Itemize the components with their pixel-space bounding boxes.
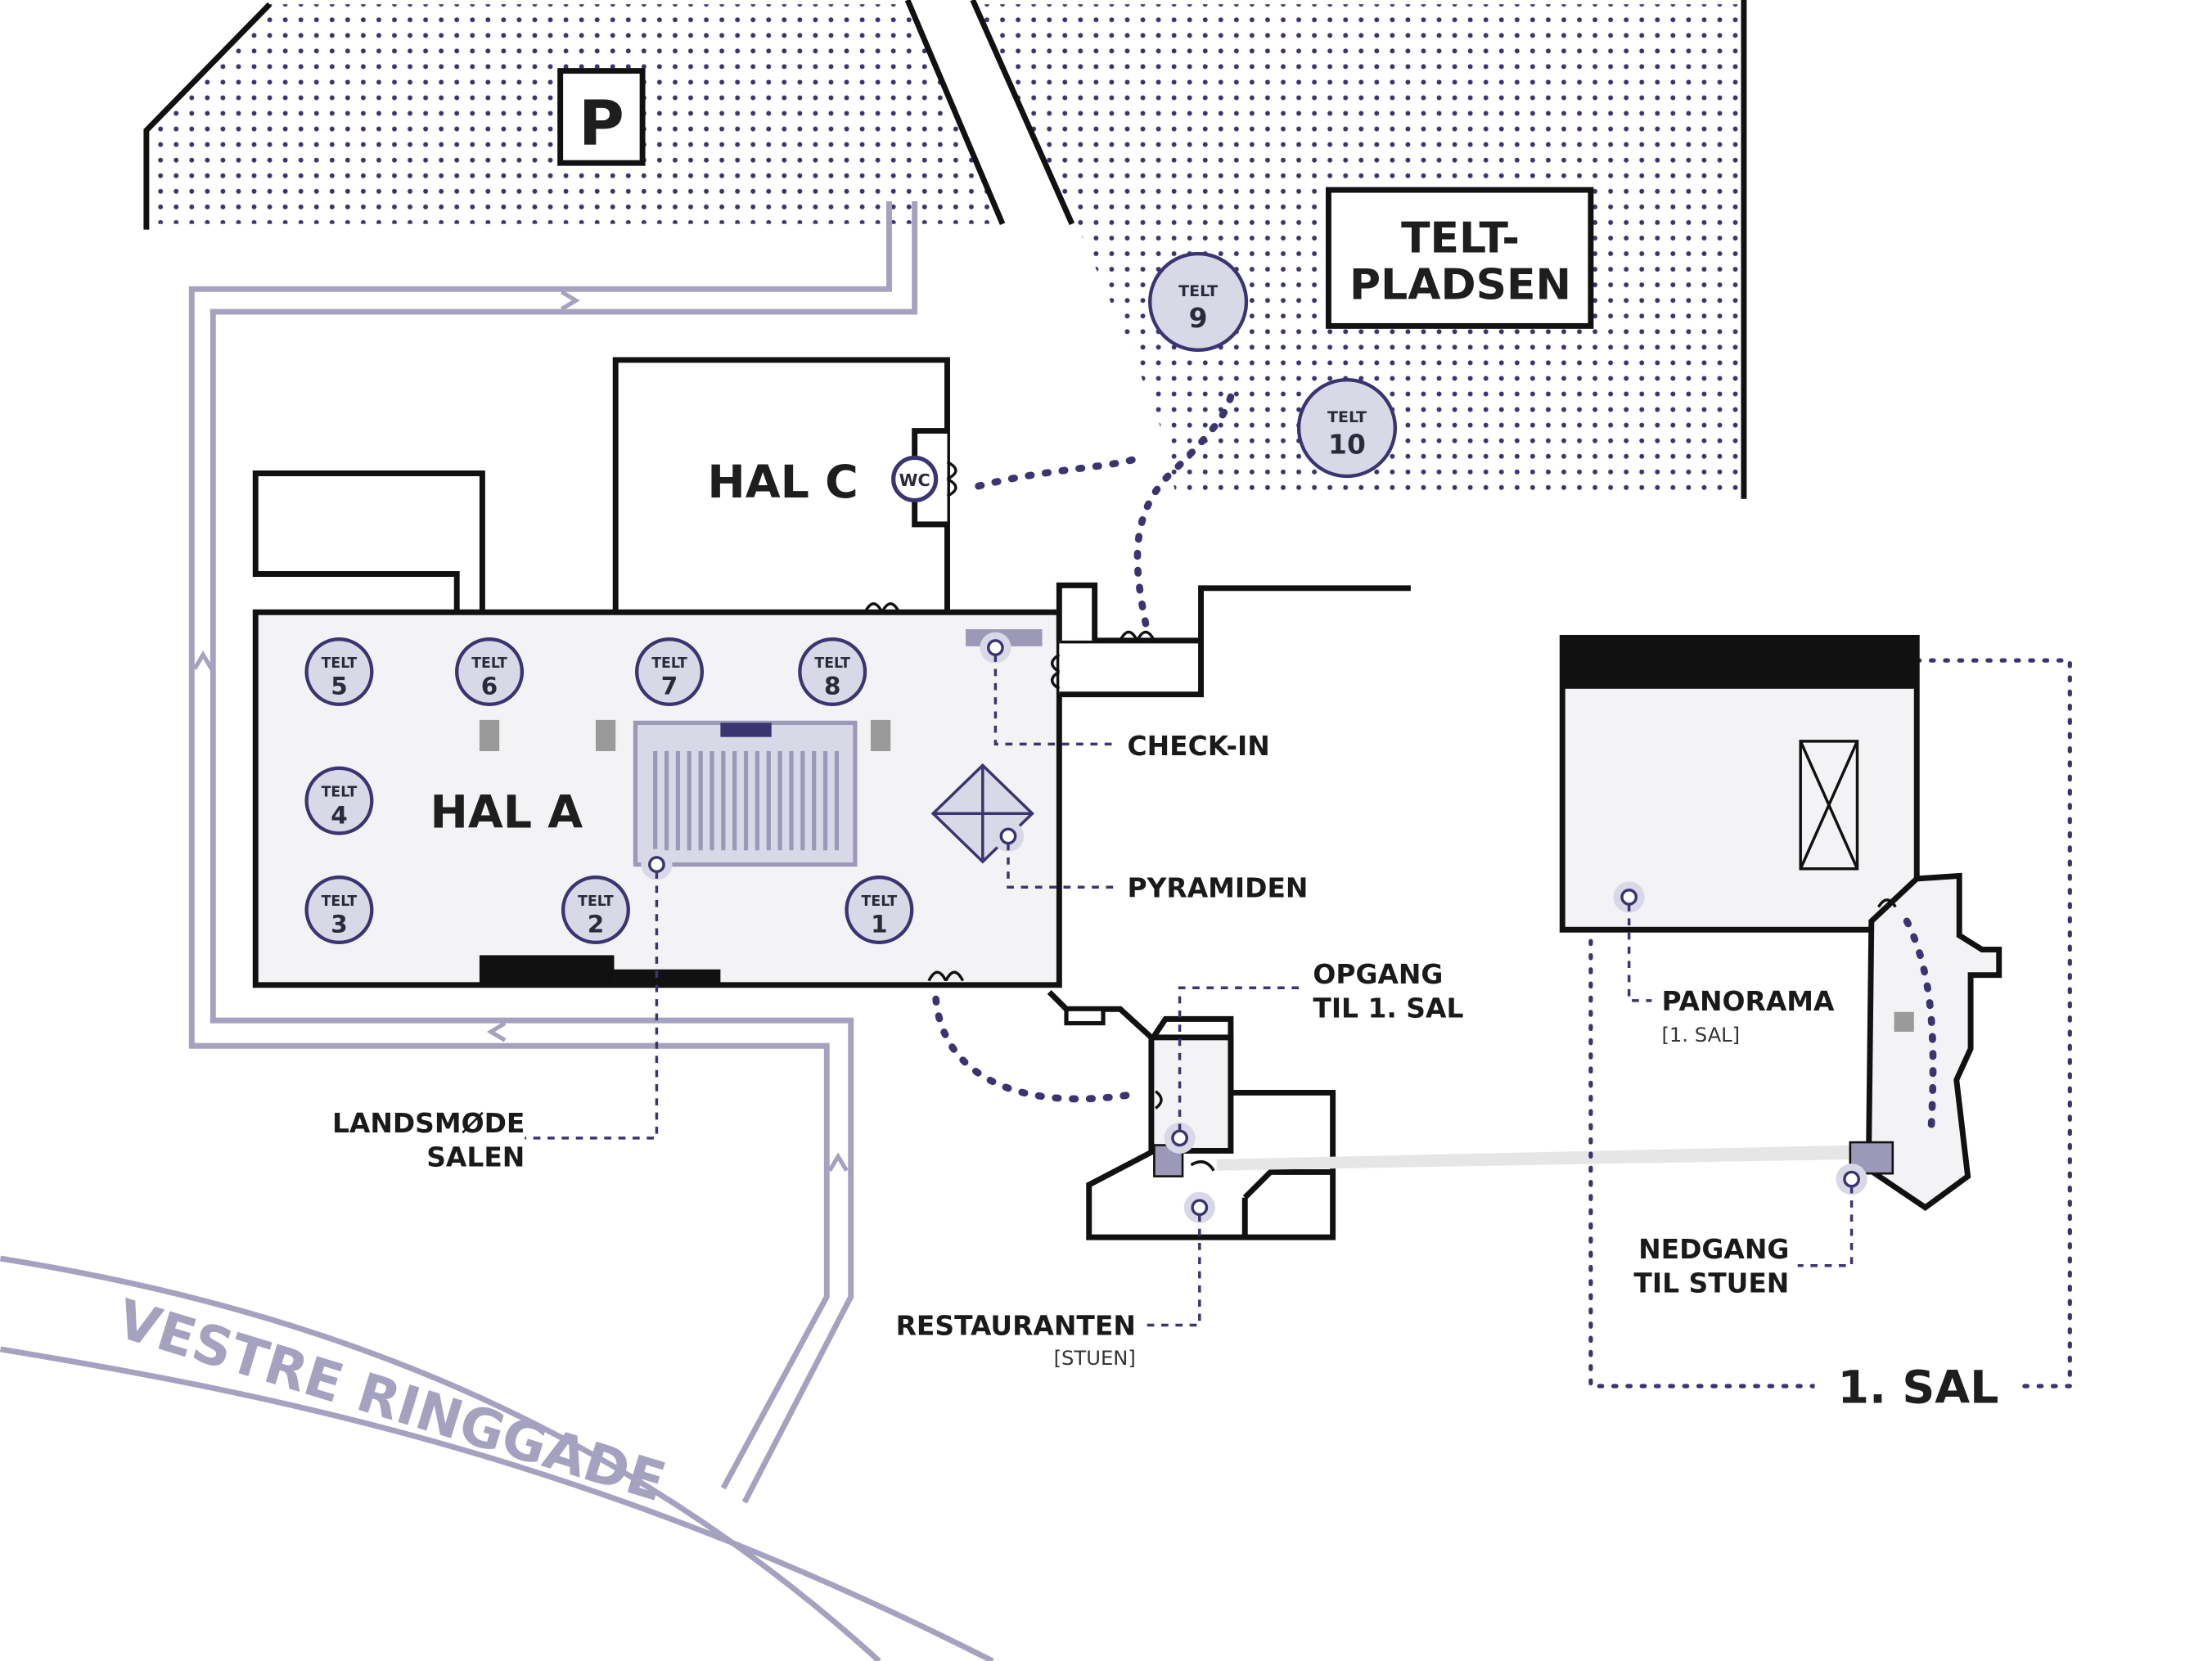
tent-3-number: 3 bbox=[331, 911, 347, 939]
tent-site-label-2: PLADSEN bbox=[1349, 260, 1571, 309]
skyway bbox=[1216, 1145, 1858, 1171]
seating-rows bbox=[653, 751, 840, 851]
panorama-sublabel: [1. SAL] bbox=[1661, 1023, 1740, 1047]
opgang-label-1: OPGANG bbox=[1313, 958, 1443, 990]
tent-7-marker bbox=[635, 637, 705, 707]
tent-1-number: 1 bbox=[871, 911, 887, 939]
tent-9-label: TELT bbox=[1178, 282, 1218, 300]
tent-9-number: 9 bbox=[1189, 302, 1208, 334]
tent-9-marker bbox=[1148, 251, 1249, 352]
tent-4-label: TELT bbox=[322, 784, 358, 800]
road-name: VESTRE RINGGADE bbox=[110, 1287, 673, 1514]
tent-1-marker bbox=[845, 875, 914, 944]
landsmode-label-1: LANDSMØDE bbox=[332, 1107, 525, 1139]
restaurant-sublabel: [STUEN] bbox=[1054, 1346, 1136, 1370]
tent-3-marker bbox=[304, 875, 374, 944]
tent-5-marker bbox=[304, 637, 374, 707]
parking-label: P bbox=[579, 87, 624, 160]
tents: TELT1TELT2TELT3TELT4TELT5TELT6TELT7TELT8… bbox=[304, 251, 1398, 944]
tent-6-number: 6 bbox=[481, 673, 498, 700]
landsmode-label-2: SALEN bbox=[426, 1141, 525, 1173]
tent-8-label: TELT bbox=[814, 655, 850, 672]
tent-7-label: TELT bbox=[651, 655, 687, 672]
tent-10-number: 10 bbox=[1328, 428, 1366, 460]
vestre-ringgade-road bbox=[0, 1255, 994, 1661]
restaurant-label: RESTAURANTEN bbox=[896, 1310, 1136, 1342]
walking-path bbox=[932, 393, 1235, 1103]
tent-5-label: TELT bbox=[322, 655, 358, 672]
nedgang-label-1: NEDGANG bbox=[1638, 1233, 1789, 1265]
tent-8-number: 8 bbox=[824, 673, 840, 700]
tent-site-sign bbox=[1325, 187, 1594, 329]
tent-2-label: TELT bbox=[578, 894, 614, 910]
driveway bbox=[188, 200, 918, 1504]
tent-2-marker bbox=[561, 875, 630, 944]
tent-4-marker bbox=[304, 766, 374, 835]
driveway-arrows bbox=[192, 290, 849, 1173]
parking-sign bbox=[557, 68, 646, 166]
tent-7-number: 7 bbox=[661, 673, 678, 700]
tent-8-marker bbox=[798, 637, 867, 707]
pyramiden-label: PYRAMIDEN bbox=[1127, 871, 1308, 903]
wc-label: WC bbox=[899, 470, 930, 490]
tent-6-marker bbox=[455, 637, 525, 707]
tent-4-number: 4 bbox=[331, 801, 347, 829]
tent-5-number: 5 bbox=[331, 673, 347, 700]
door-icons bbox=[863, 461, 1156, 982]
tent-10-label: TELT bbox=[1327, 408, 1367, 426]
wc-icon bbox=[891, 455, 939, 503]
tent-site-label-1: TELT- bbox=[1401, 214, 1520, 263]
nedgang-label-2: TIL STUEN bbox=[1633, 1267, 1789, 1299]
opgang-label-2: TIL 1. SAL bbox=[1313, 993, 1463, 1024]
lift-icon bbox=[1799, 740, 1859, 871]
tent-1-label: TELT bbox=[862, 894, 898, 910]
check-in-label: CHECK-IN bbox=[1127, 730, 1269, 762]
hal-a-label: HAL A bbox=[430, 787, 583, 840]
tent-3-label: TELT bbox=[322, 894, 358, 910]
tent-10-marker bbox=[1296, 378, 1398, 479]
hal-c-label: HAL C bbox=[707, 457, 858, 509]
location-markers bbox=[641, 632, 1867, 1223]
annex-building bbox=[252, 470, 485, 613]
leader-lines bbox=[525, 655, 1854, 1327]
floor-label: 1. SAL bbox=[1837, 1362, 1998, 1415]
panorama-label: PANORAMA bbox=[1661, 985, 1835, 1017]
tent-2-number: 2 bbox=[588, 911, 604, 939]
tent-6-label: TELT bbox=[471, 655, 507, 672]
